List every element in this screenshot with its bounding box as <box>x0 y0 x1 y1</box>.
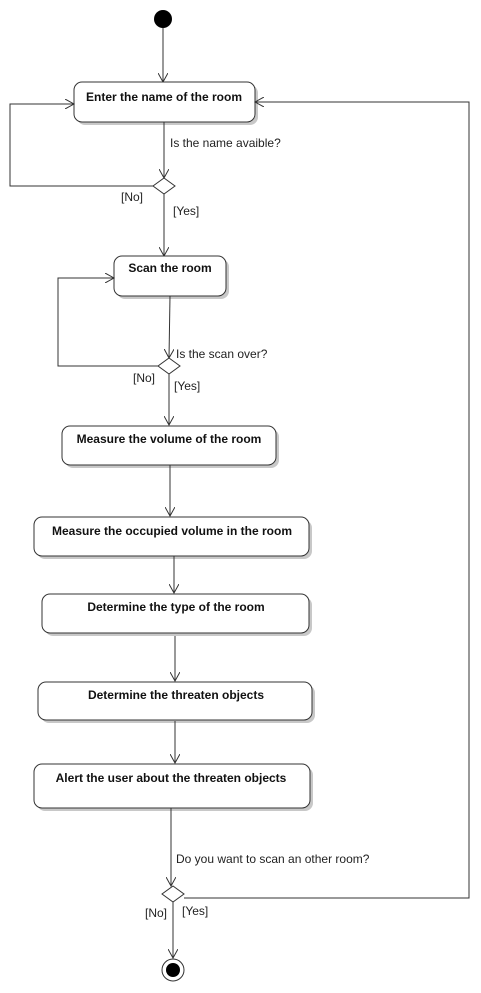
action-measure-volume-label: Measure the volume of the room <box>77 432 262 446</box>
action-enter-name-label: Enter the name of the room <box>86 90 242 104</box>
decision1-question: Is the name avaible? <box>170 136 281 150</box>
decision2-no-label: [No] <box>133 371 155 385</box>
action-alert-user: Alert the user about the threaten object… <box>33 763 313 811</box>
flow-scan-to-decision2 <box>169 295 170 358</box>
decision2-question: Is the scan over? <box>176 347 268 361</box>
action-measure-occupied: Measure the occupied volume in the room <box>33 516 312 559</box>
decision3-no-label: [No] <box>145 906 167 920</box>
action-alert-user-label: Alert the user about the threaten object… <box>56 771 287 785</box>
initial-node <box>154 10 172 28</box>
action-determine-threaten: Determine the threaten objects <box>37 681 315 723</box>
action-determine-type: Determine the type of the room <box>41 593 312 636</box>
action-measure-volume: Measure the volume of the room <box>61 425 279 468</box>
flow-decision1-no-loop <box>9 104 153 187</box>
decision1-yes-label: [Yes] <box>173 204 199 218</box>
decision-name-available <box>152 177 176 195</box>
flow-decision3-yes-loop <box>184 102 470 899</box>
decision2-yes-label: [Yes] <box>174 379 200 393</box>
flow-decision2-no-loop <box>57 278 158 367</box>
action-scan-room: Scan the room <box>113 255 229 299</box>
decision1-no-label: [No] <box>121 190 143 204</box>
decision3-question: Do you want to scan an other room? <box>176 852 370 866</box>
action-determine-type-label: Determine the type of the room <box>87 600 264 614</box>
action-determine-threaten-label: Determine the threaten objects <box>88 688 264 702</box>
decision3-yes-label: [Yes] <box>182 904 208 918</box>
action-measure-occupied-label: Measure the occupied volume in the room <box>52 524 292 538</box>
final-node <box>161 958 185 982</box>
decision-another-room <box>161 885 185 903</box>
action-enter-name: Enter the name of the room <box>73 81 258 125</box>
action-scan-room-label: Scan the room <box>128 261 211 275</box>
